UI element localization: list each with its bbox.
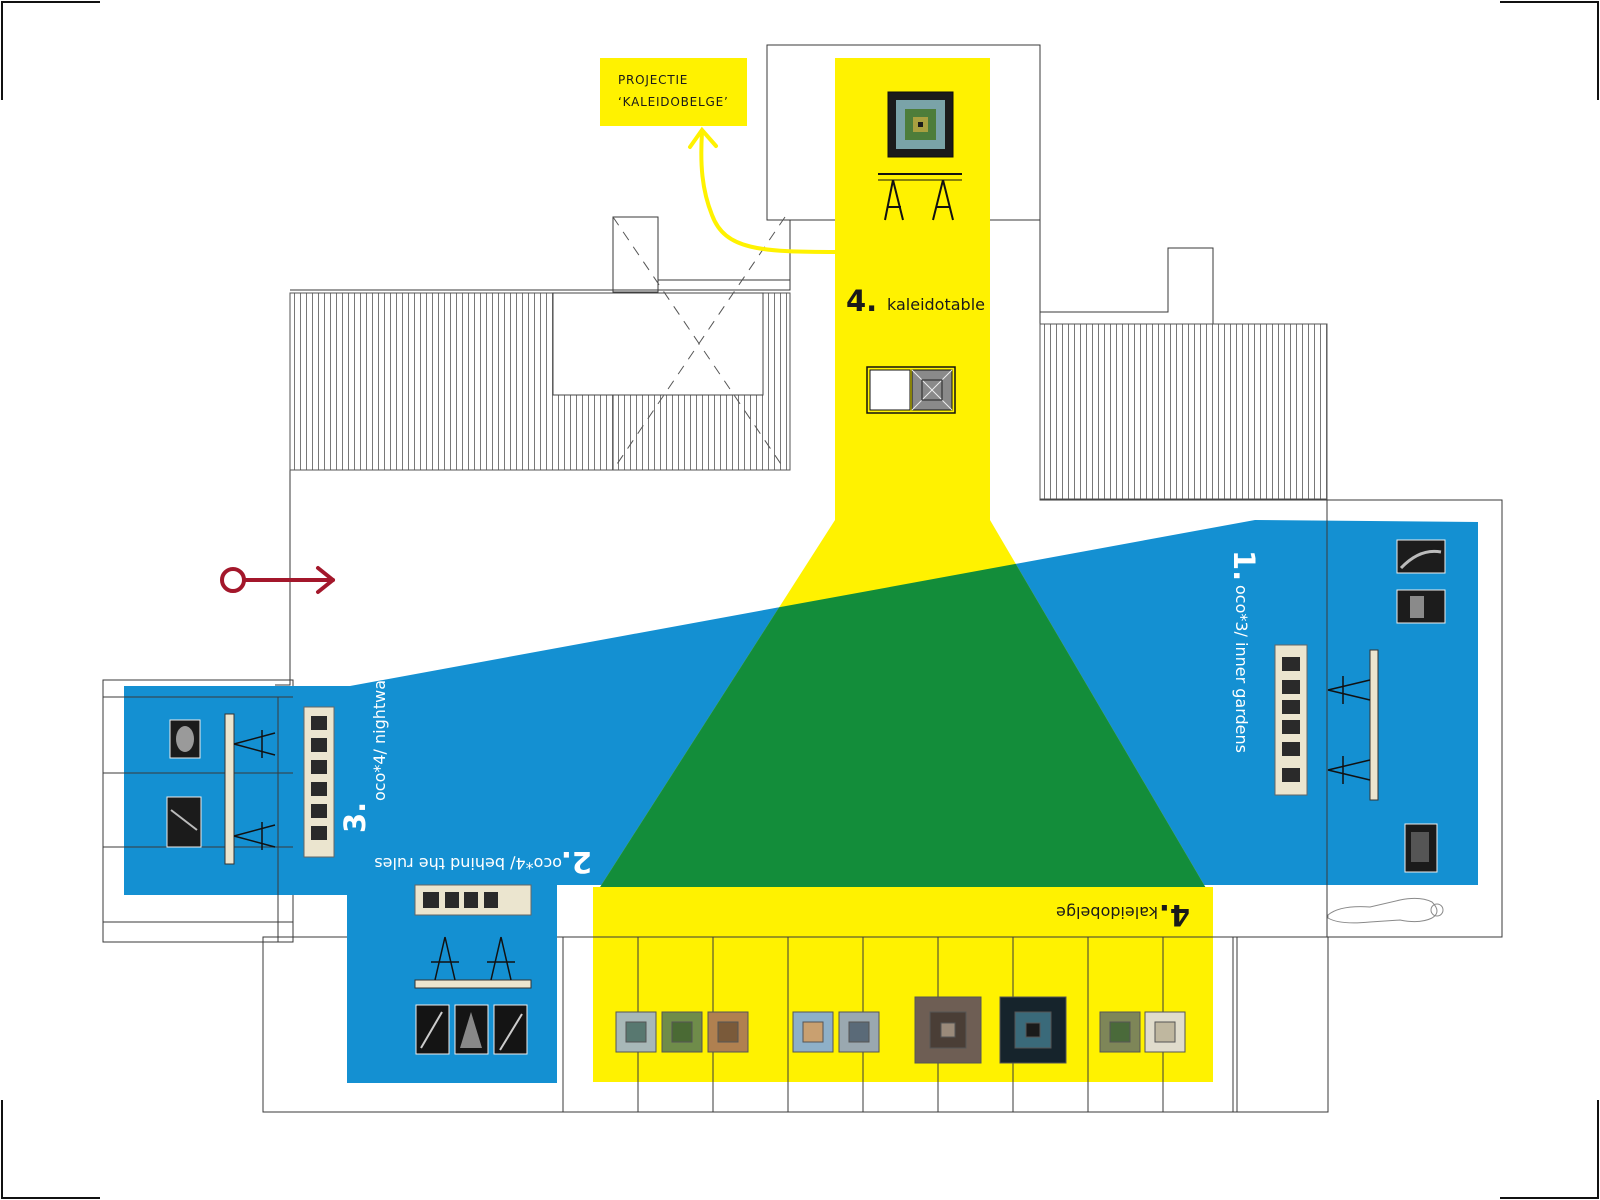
kaleidoscope-box [866, 366, 956, 414]
projection-line2: ‘KALEIDOBELGE’ [618, 95, 729, 109]
zone1-label: 1. oco*3/ inner gardens [1227, 550, 1261, 753]
zone1-number: 1. [1227, 550, 1261, 581]
entrance-arrow-icon [220, 566, 335, 594]
zone2-text: oco*4/ behind the rules [374, 854, 562, 873]
zone4-top-text: kaleidotable [887, 295, 985, 314]
zone3-exhibits [166, 706, 335, 865]
zone4-top-label: 4. kaleidotable [846, 284, 985, 318]
projection-arrow-icon [688, 126, 840, 254]
zone3-number: 3. [338, 802, 372, 833]
human-figure-icon [1327, 897, 1444, 924]
zone4-bottom-label: 4. kaleidobelge [1056, 898, 1190, 932]
bottom-gallery-grid [124, 500, 1328, 1112]
zone4-bottom-exhibits [615, 996, 1186, 1064]
projection-label: PROJECTIE ‘KALEIDOBELGE’ [600, 58, 747, 126]
zone2-exhibits [414, 884, 532, 1055]
zone1-text: oco*3/ inner gardens [1232, 585, 1251, 753]
zone4-bottom-text: kaleidobelge [1056, 903, 1158, 922]
zone4-top-number: 4. [846, 284, 877, 318]
kaleidotable [878, 91, 962, 221]
zone-green-overlap [595, 520, 1210, 895]
hatched-areas [289, 216, 1328, 500]
zone3-text: oco*4/ nightwalks [370, 658, 389, 801]
projection-line1: PROJECTIE [618, 73, 688, 87]
zone1-exhibits [1274, 539, 1446, 873]
zone4-bottom-number: 4. [1159, 898, 1190, 932]
zone2-label: 2. oco*4/ behind the rules [374, 845, 592, 879]
zone2-number: 2. [561, 845, 592, 879]
zone3-label: 3. oco*4/ nightwalks [338, 658, 389, 833]
zone-fills [124, 58, 1478, 1083]
